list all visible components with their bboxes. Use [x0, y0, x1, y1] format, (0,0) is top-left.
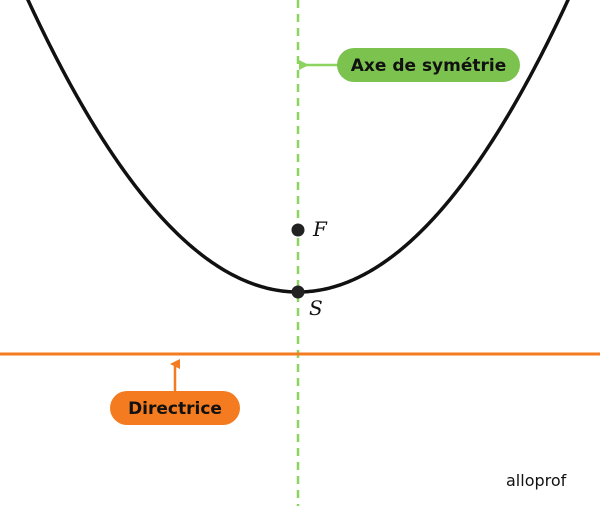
vertex-label: S: [309, 296, 323, 320]
axis-label-pill: [337, 48, 520, 82]
axis-label-text: Axe de symétrie: [351, 56, 507, 76]
brand-logo: alloprof: [506, 471, 567, 490]
focus-label: F: [312, 217, 328, 241]
parabola-curve: [26, 0, 570, 294]
directrix-label-pill: [110, 391, 240, 425]
directrix-label-text: Directrice: [128, 399, 222, 419]
focus-point: [291, 223, 305, 237]
vertex-point: [291, 285, 305, 299]
